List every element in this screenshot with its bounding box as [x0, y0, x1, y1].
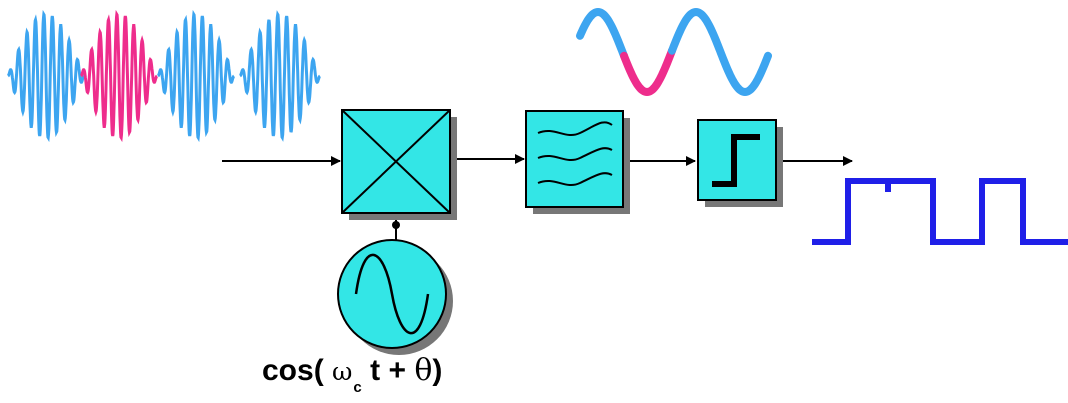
sine-segment-blue-right — [668, 7, 772, 97]
wave-packet-2 — [80, 9, 158, 143]
output-square-wave — [812, 178, 1068, 245]
wave-packet-1 — [7, 9, 85, 143]
wave-packet-3 — [157, 9, 235, 143]
formula-omega: ω — [332, 357, 353, 386]
multiplier-icon — [341, 109, 457, 220]
formula-theta: θ — [414, 353, 433, 388]
formula-suffix: ) — [432, 354, 443, 387]
sine-segment-magenta — [620, 46, 676, 97]
formula-subscript: c — [353, 379, 362, 396]
formula-plus: + — [388, 354, 406, 387]
oscillator-formula: cos( ωc t + θ) — [262, 353, 443, 396]
low-pass-filter-icon — [525, 110, 630, 214]
comparator-step-icon — [697, 119, 783, 207]
input-modulated-signal — [7, 9, 321, 143]
formula-prefix: cos( — [262, 354, 324, 387]
sine-segment-blue-left — [576, 7, 628, 60]
baseband-sine-wave — [576, 7, 772, 97]
wave-packet-4 — [239, 10, 321, 142]
mixer-junction-dot — [392, 221, 400, 229]
oscillator-sine-icon — [337, 239, 453, 355]
formula-time-var: t — [370, 354, 381, 387]
